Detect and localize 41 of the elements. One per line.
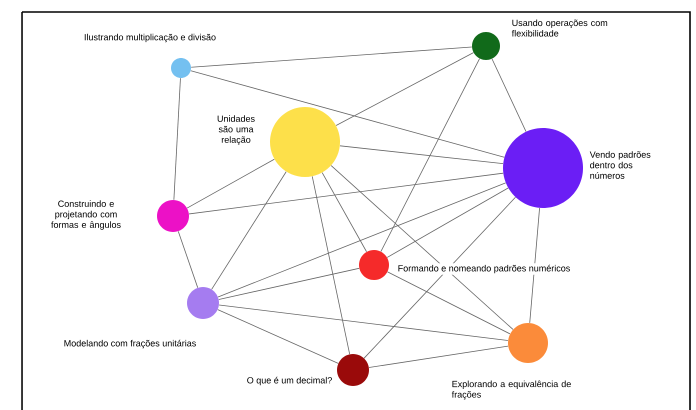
circle-node: [503, 128, 583, 208]
node-label: Modelando com frações unitárias: [62, 338, 198, 350]
node-label: Usando operações com flexibilidade: [510, 18, 614, 38]
circle-node: [337, 354, 369, 386]
connector-line: [492, 58, 526, 132]
node-label: Unidades são uma relação: [210, 114, 262, 146]
connector-line: [186, 158, 275, 208]
connector-line: [312, 176, 350, 355]
connector-line: [217, 309, 339, 364]
connector-line: [387, 271, 510, 334]
circle-node: [359, 250, 389, 280]
connector-line: [364, 196, 516, 359]
connector-line: [178, 230, 198, 288]
circle-node: [508, 323, 548, 363]
connector-line: [380, 58, 480, 252]
connector-line: [322, 172, 367, 252]
connector-line: [218, 182, 506, 298]
connector-line: [218, 268, 360, 300]
connector-line: [190, 46, 472, 68]
connector-line: [336, 52, 474, 126]
circle-node: [187, 287, 219, 319]
connector-line: [330, 165, 514, 330]
circle-node: [472, 32, 500, 60]
connector-line: [173, 78, 181, 200]
node-label: Construindo e projetando com formas e ângulos: [40, 198, 132, 232]
node-label: Explorando a equivalência de frações: [450, 379, 578, 401]
connector-line: [340, 145, 504, 164]
connector-line: [190, 70, 505, 158]
connector-line: [368, 346, 508, 368]
circle-node: [171, 58, 191, 78]
connector-line: [529, 208, 540, 324]
connector-line: [386, 188, 509, 258]
connector-line: [211, 171, 287, 290]
node-label: O que é um decimal?: [245, 375, 334, 387]
node-label: Vendo padrões dentro dos números: [588, 150, 664, 180]
node-label: Ilustrando multiplicação e divisão: [82, 32, 218, 44]
circle-node: [157, 200, 189, 232]
connector-line: [218, 304, 508, 341]
connector-line: [188, 172, 504, 214]
node-label: Formando e nomeando padrões numéricos: [396, 263, 572, 275]
circle-node: [270, 107, 340, 177]
